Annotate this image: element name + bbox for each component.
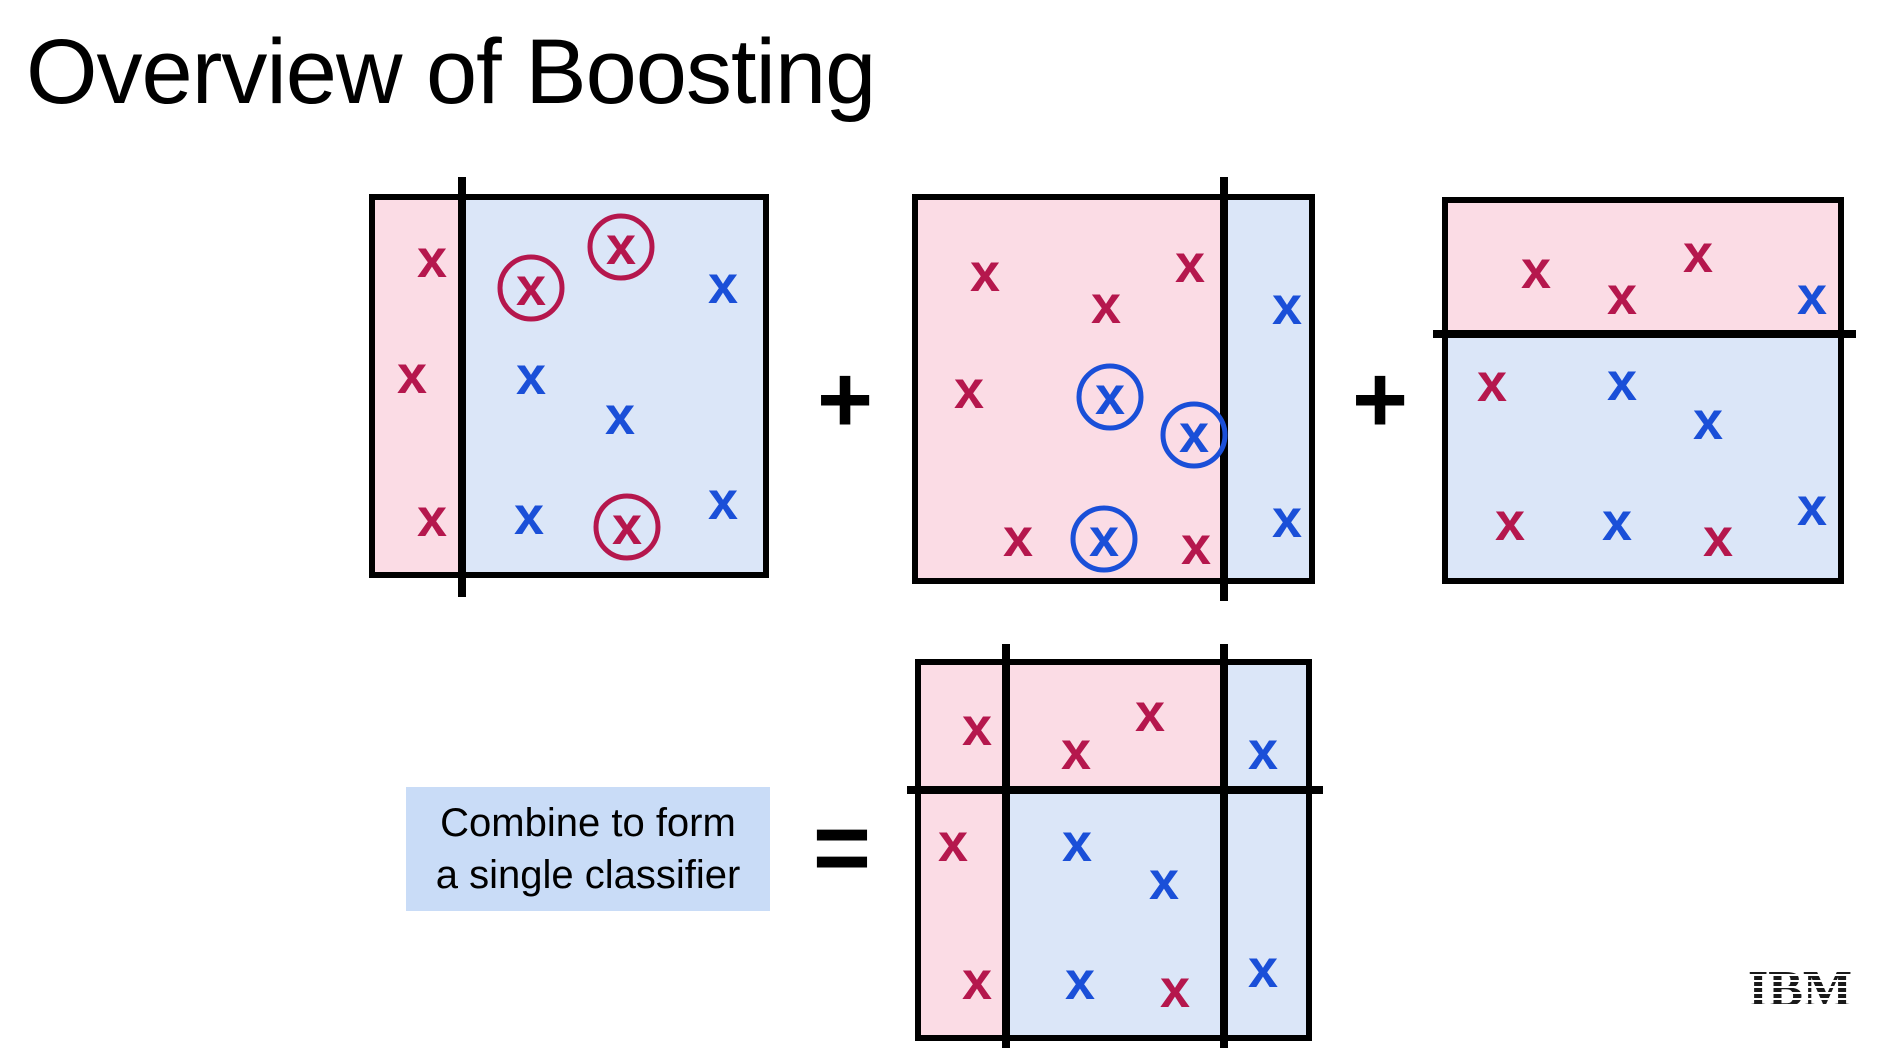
point-class-b: x: [1248, 721, 1278, 781]
panel-frame: [915, 659, 1312, 1041]
region-class-a: [918, 790, 1006, 1038]
point-class-b: x: [1179, 404, 1209, 464]
point-class-a: x: [962, 697, 992, 757]
ibm-logo: IBM: [1748, 964, 1852, 1012]
misclassified-ring: [1070, 505, 1138, 573]
point-class-b: x: [1272, 276, 1302, 336]
misclassified-ring: [1160, 401, 1228, 469]
point-class-b: x: [1065, 951, 1095, 1011]
point-class-a: x: [1135, 683, 1165, 743]
panel-frame: [1442, 197, 1844, 584]
point-class-a: x: [1181, 516, 1211, 576]
point-class-b: x: [1693, 391, 1723, 451]
point-class-b: x: [1062, 813, 1092, 873]
point-class-b: x: [708, 471, 738, 531]
equals-operator: =: [813, 792, 871, 904]
region-class-b: [1445, 334, 1841, 581]
ibm-logo-text: IBM: [1748, 964, 1852, 1012]
region-class-b: [1224, 197, 1312, 581]
misclassified-ring: [587, 213, 655, 281]
point-class-a: x: [1703, 508, 1733, 568]
point-class-a: x: [1061, 721, 1091, 781]
point-class-a: x: [938, 813, 968, 873]
point-class-a: x: [417, 488, 447, 548]
point-class-b: x: [1797, 477, 1827, 537]
point-class-a: x: [1477, 353, 1507, 413]
point-class-a: x: [516, 257, 546, 317]
point-class-b: x: [1272, 489, 1302, 549]
page-title: Overview of Boosting: [26, 21, 876, 123]
caption-box: Combine to form a single classifier: [406, 787, 770, 911]
point-class-b: x: [1149, 851, 1179, 911]
point-class-a: x: [1091, 275, 1121, 335]
point-class-b: x: [708, 255, 738, 315]
point-class-a: x: [1607, 266, 1637, 326]
point-class-b: x: [1095, 366, 1125, 426]
point-class-a: x: [1175, 234, 1205, 294]
point-class-b: x: [1248, 939, 1278, 999]
point-class-a: x: [606, 216, 636, 276]
misclassified-ring: [497, 254, 565, 322]
point-class-b: x: [1797, 266, 1827, 326]
region-class-a: [372, 197, 462, 575]
point-class-a: x: [1521, 240, 1551, 300]
misclassified-ring: [1076, 363, 1144, 431]
region-class-a: [1006, 662, 1224, 790]
panel-frame: [912, 194, 1315, 584]
point-class-a: x: [1495, 492, 1525, 552]
misclassified-ring: [593, 493, 661, 561]
point-class-a: x: [962, 951, 992, 1011]
point-class-a: x: [970, 243, 1000, 303]
region-class-a: [918, 662, 1006, 790]
region-class-a: [1445, 200, 1841, 334]
point-class-b: x: [514, 486, 544, 546]
point-class-a: x: [417, 229, 447, 289]
region-class-b: [1224, 790, 1309, 1038]
point-class-a: x: [1160, 959, 1190, 1019]
point-class-a: x: [1003, 508, 1033, 568]
point-class-b: x: [516, 346, 546, 406]
point-class-b: x: [605, 386, 635, 446]
point-class-a: x: [954, 360, 984, 420]
caption-line-1: Combine to form: [440, 801, 736, 845]
point-class-a: x: [397, 345, 427, 405]
region-class-a: [915, 197, 1224, 581]
caption-line-2: a single classifier: [435, 853, 741, 897]
point-class-b: x: [1602, 492, 1632, 552]
point-class-b: x: [1607, 352, 1637, 412]
region-class-b: [1224, 662, 1309, 790]
plus-operator: +: [817, 346, 873, 453]
plus-operator: +: [1352, 346, 1408, 453]
point-class-b: x: [1089, 508, 1119, 568]
point-class-a: x: [612, 496, 642, 556]
panel-frame: [369, 194, 769, 578]
region-class-b: [1006, 790, 1224, 1038]
point-class-a: x: [1683, 224, 1713, 284]
